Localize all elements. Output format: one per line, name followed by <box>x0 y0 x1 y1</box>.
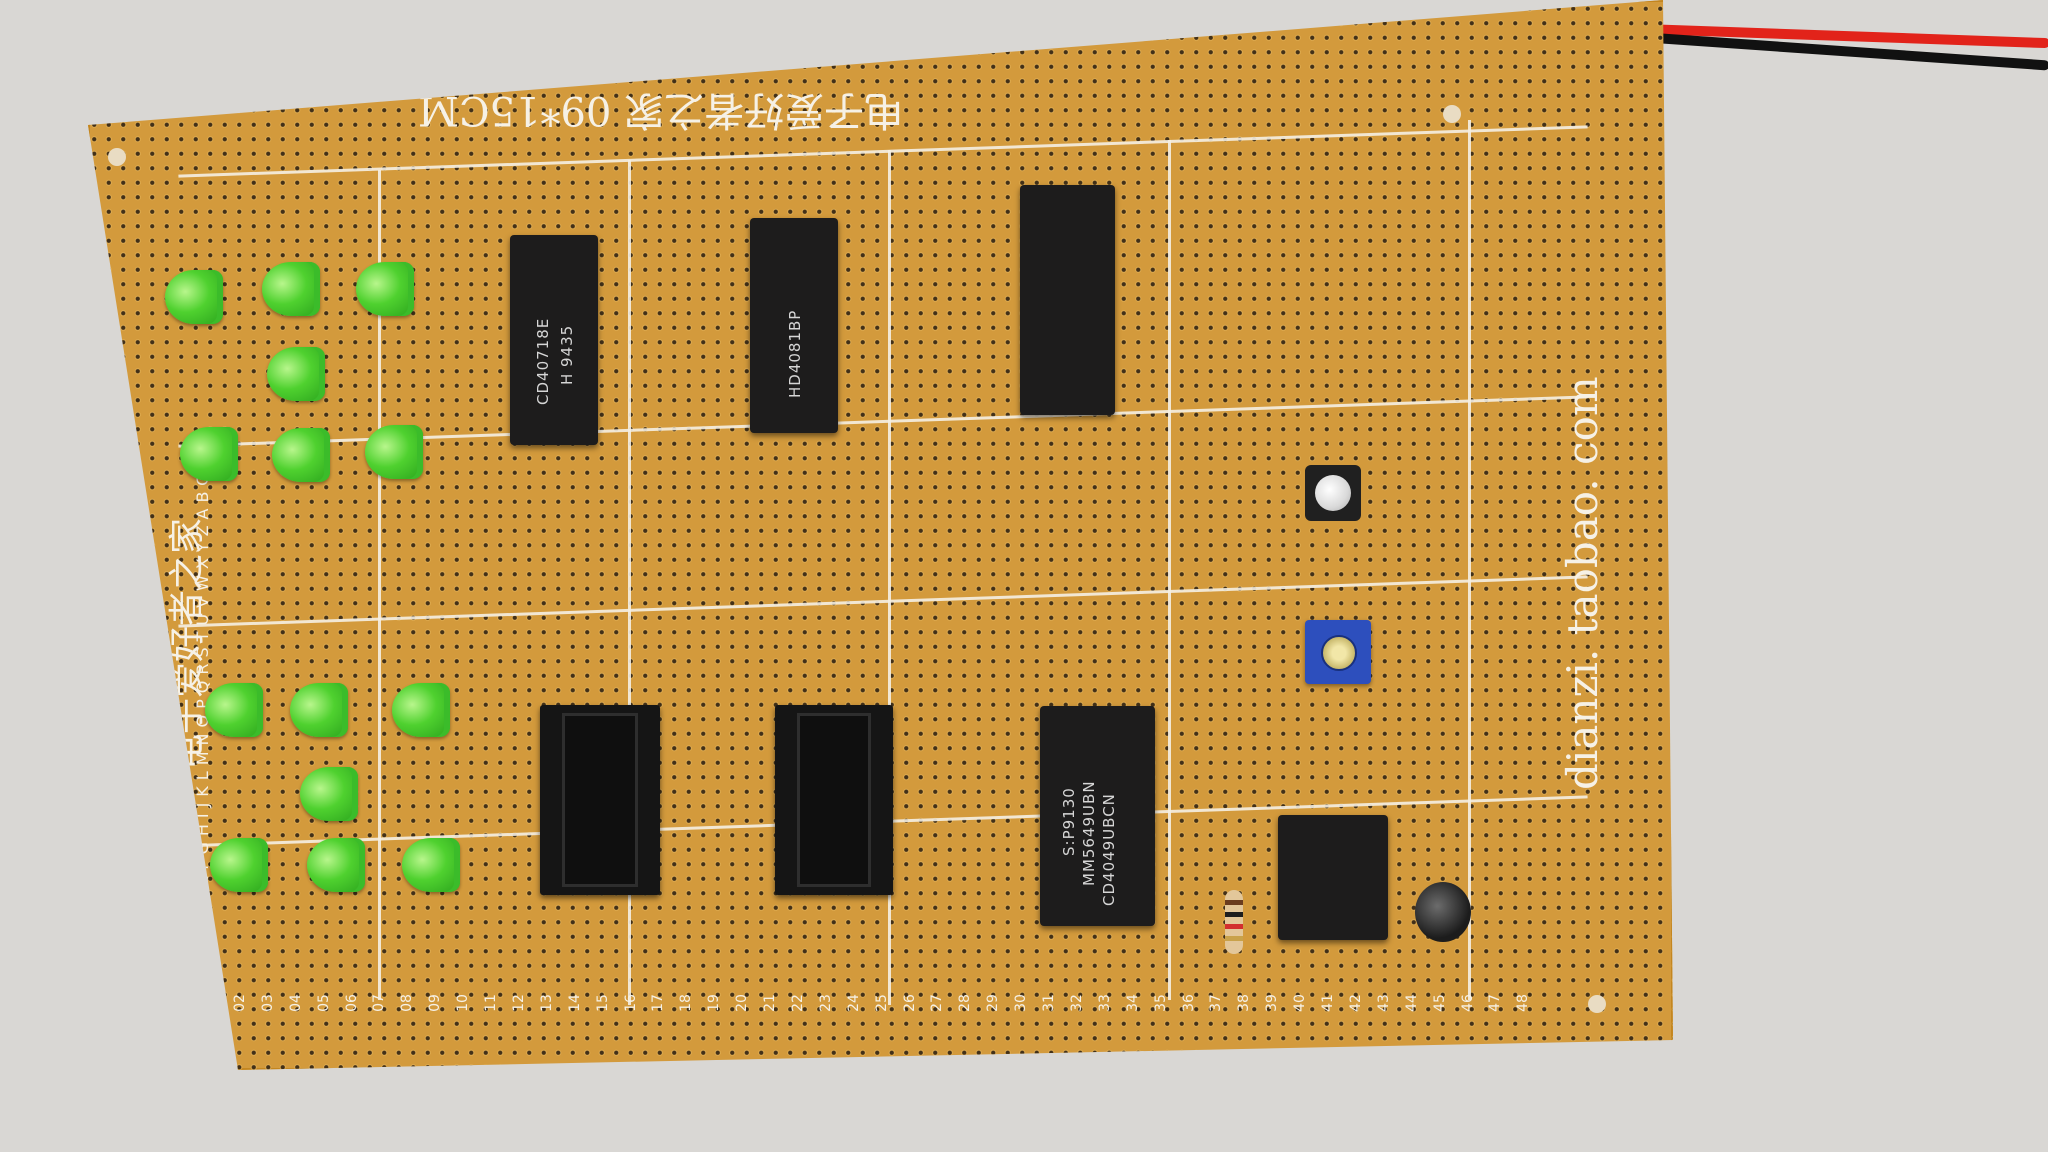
column-number: 16 <box>622 994 639 1012</box>
top-board-label: 电子爱好者之家 09*15CM <box>418 87 905 133</box>
column-number: 24 <box>845 994 862 1012</box>
column-number: 30 <box>1013 994 1030 1012</box>
column-number: 11 <box>482 994 499 1012</box>
column-number: 06 <box>343 994 360 1012</box>
column-number: 15 <box>594 994 611 1012</box>
column-number: 48 <box>1515 994 1532 1012</box>
grid-line <box>628 160 631 1005</box>
column-number: 37 <box>1208 994 1225 1012</box>
column-number: 05 <box>315 994 332 1012</box>
column-number: 03 <box>259 994 276 1012</box>
column-numbers: 01 02 03 04 05 06 07 08 09 10 11 12 13 14 15 16 17 18 19 20… <box>203 994 1603 1035</box>
column-number: 44 <box>1403 994 1420 1012</box>
ic-u5: CD4049UBCN MM5649UBN S:P9130 <box>1040 706 1155 926</box>
ic-u3 <box>1020 185 1115 415</box>
column-number: 26 <box>901 994 918 1012</box>
column-number: 19 <box>706 994 723 1012</box>
led <box>290 683 348 737</box>
led <box>262 262 320 316</box>
url-label: dianzi. taobao. com <box>1558 376 1607 790</box>
ic-socket-1 <box>540 705 660 895</box>
column-number: 22 <box>789 994 806 1012</box>
column-number: 41 <box>1319 994 1336 1012</box>
column-number: 12 <box>510 994 527 1012</box>
ic-socket-2 <box>775 705 893 895</box>
mount-hole <box>1588 995 1606 1013</box>
grid-line <box>1468 120 1471 1000</box>
column-number: 13 <box>538 994 555 1012</box>
push-button-cap <box>1315 475 1351 511</box>
column-number: 01 <box>203 994 220 1012</box>
column-number: 02 <box>231 994 248 1012</box>
column-number: 46 <box>1459 994 1476 1012</box>
column-number: 17 <box>650 994 667 1012</box>
led <box>392 683 450 737</box>
column-number: 27 <box>929 994 946 1012</box>
led <box>272 428 330 482</box>
column-number: 18 <box>678 994 695 1012</box>
ic-u1: CD40718E H 9435 <box>510 235 598 445</box>
column-number: 23 <box>817 994 834 1012</box>
led <box>365 425 423 479</box>
column-number: 21 <box>761 994 778 1012</box>
column-number: 38 <box>1236 994 1253 1012</box>
mount-hole <box>128 1030 146 1048</box>
ic-u2: HD4081BP <box>750 218 838 433</box>
ic-u2-text: HD4081BP <box>786 309 804 398</box>
mount-hole <box>1443 105 1461 123</box>
column-number: 14 <box>566 994 583 1012</box>
push-button <box>1305 465 1361 521</box>
led <box>402 838 460 892</box>
led <box>300 767 358 821</box>
grid-line <box>888 150 891 1005</box>
ic-u1-text-1: CD40718E <box>534 317 552 405</box>
electrolytic-capacitor <box>1415 882 1471 942</box>
led <box>307 838 365 892</box>
led <box>210 838 268 892</box>
led <box>165 270 223 324</box>
pot-knob <box>1321 635 1357 671</box>
grid-line <box>1168 140 1171 1000</box>
ic-u5-text-2: MM5649UBN <box>1080 780 1098 886</box>
column-number: 39 <box>1264 994 1281 1012</box>
ic-u5-text-1: CD4049UBCN <box>1100 793 1118 906</box>
column-number: 43 <box>1375 994 1392 1012</box>
led <box>356 262 414 316</box>
column-number: 34 <box>1124 994 1141 1012</box>
column-number: 35 <box>1152 994 1169 1012</box>
column-number: 42 <box>1347 994 1364 1012</box>
trim-potentiometer <box>1305 620 1371 684</box>
column-number: 45 <box>1431 994 1448 1012</box>
led <box>205 683 263 737</box>
column-number: 32 <box>1068 994 1085 1012</box>
column-number: 09 <box>427 994 444 1012</box>
ic-u1-text-2: H 9435 <box>558 324 576 385</box>
ic-8pin <box>1278 815 1388 940</box>
column-number: 07 <box>371 994 388 1012</box>
grid-line <box>378 170 381 1000</box>
column-number: 08 <box>399 994 416 1012</box>
mount-hole <box>108 148 126 166</box>
column-number: 20 <box>734 994 751 1012</box>
column-number: 04 <box>287 994 304 1012</box>
column-number: 31 <box>1040 994 1057 1012</box>
column-number: 33 <box>1096 994 1113 1012</box>
column-number: 10 <box>455 994 472 1012</box>
column-number: 25 <box>873 994 890 1012</box>
column-number: 47 <box>1487 994 1504 1012</box>
column-number: 29 <box>985 994 1002 1012</box>
ic-u5-text-3: S:P9130 <box>1060 787 1078 856</box>
resistor <box>1225 890 1243 954</box>
column-number: 36 <box>1180 994 1197 1012</box>
column-number: 28 <box>957 994 974 1012</box>
column-number: 40 <box>1292 994 1309 1012</box>
led <box>267 347 325 401</box>
led <box>180 427 238 481</box>
